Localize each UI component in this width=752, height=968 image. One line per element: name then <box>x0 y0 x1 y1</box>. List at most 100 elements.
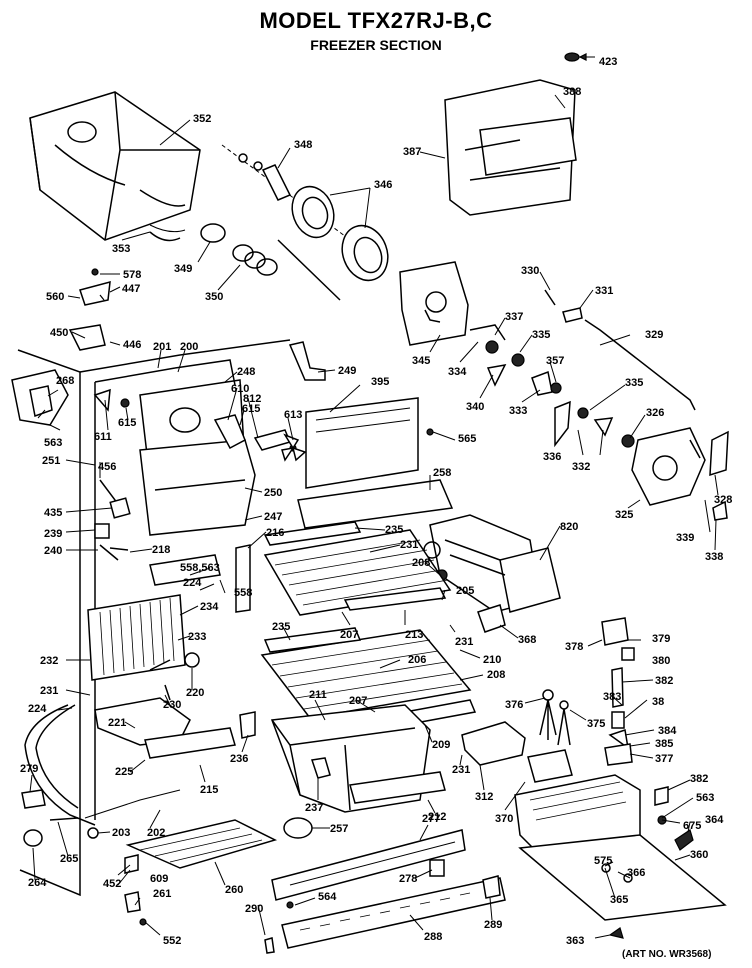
callout-label: 563 <box>696 792 714 804</box>
front-rail-part <box>271 829 466 901</box>
callout-label: 447 <box>122 283 140 295</box>
hinge-part <box>623 873 633 883</box>
spring-part <box>149 231 181 242</box>
callout-label: 334 <box>448 366 467 378</box>
callout-label: 201 <box>153 341 171 353</box>
callout-label: 333 <box>509 405 527 417</box>
callout-label: 565 <box>458 433 476 445</box>
switch-part <box>601 617 629 646</box>
callout-label: 339 <box>676 532 694 544</box>
shelf-rail-part <box>343 587 447 611</box>
callout-label: 210 <box>483 654 501 666</box>
callout-label: 363 <box>566 935 584 947</box>
callout-label: 820 <box>560 521 578 533</box>
callout-label: 279 <box>20 763 38 775</box>
screw-part <box>286 901 294 909</box>
callout-label: 290 <box>245 903 263 915</box>
clip-part <box>124 854 139 874</box>
callout-labels: 423 352 388 387 348 346 353 349 350 578 … <box>20 56 732 947</box>
callout-label: 278 <box>399 873 417 885</box>
callout-label: 575 <box>594 855 612 867</box>
callout-label: 388 <box>563 86 581 98</box>
ice-crusher-motor-part <box>631 427 706 506</box>
callout-label: 376 <box>505 699 523 711</box>
callout-label: 265 <box>60 853 78 865</box>
bracket-part <box>68 324 106 351</box>
callout-label: 329 <box>645 329 663 341</box>
callout-label: 233 <box>188 631 206 643</box>
motor-bracket-part <box>399 261 469 346</box>
callout-label: 563 <box>44 437 62 449</box>
callout-label: 208 <box>412 557 430 569</box>
callout-label: 205 <box>456 585 474 597</box>
heater-cover-part <box>149 554 221 586</box>
clip-part <box>608 927 624 939</box>
bracket-part <box>482 875 501 899</box>
bracket-part <box>288 341 326 381</box>
callout-label: 450 <box>50 327 68 339</box>
callout-label: 239 <box>44 528 62 540</box>
callout-label: 212 <box>428 811 446 823</box>
callout-label: 675 <box>683 820 701 832</box>
callout-label: 452 <box>103 878 121 890</box>
callout-label: 213 <box>405 629 423 641</box>
callout-label: 258 <box>433 467 451 479</box>
cam-part <box>709 430 729 477</box>
callout-label: 38 <box>652 696 664 708</box>
callout-label: 268 <box>56 375 74 387</box>
callout-label: 364 <box>705 814 724 826</box>
callout-label: 353 <box>112 243 130 255</box>
callout-label: 218 <box>152 544 170 556</box>
callout-label: 312 <box>475 791 493 803</box>
art-number: (ART NO. WR3568) <box>622 949 712 960</box>
spring-part <box>611 667 624 708</box>
callout-label: 237 <box>305 802 323 814</box>
callout-label: 261 <box>153 888 171 900</box>
heater-part <box>144 727 236 759</box>
callout-label: 211 <box>309 689 327 701</box>
actuator-part <box>604 743 633 766</box>
callout-label: 346 <box>374 179 392 191</box>
callout-label: 231 <box>400 539 418 551</box>
thermostat-part <box>29 385 53 417</box>
callout-label: 230 <box>163 699 181 711</box>
drain-tube-part <box>24 704 96 826</box>
diagram-title: MODEL TFX27RJ-B,C <box>259 8 493 33</box>
callout-label: 611 <box>94 431 112 443</box>
callout-label: 615 <box>118 417 136 429</box>
callout-label: 383 <box>603 691 621 703</box>
callout-label: 360 <box>690 849 708 861</box>
callout-label: 220 <box>186 687 204 699</box>
auger-spring-part <box>232 244 278 276</box>
screw-part <box>139 918 147 926</box>
callout-label: 208 <box>487 669 505 681</box>
wire-harness-part <box>539 689 571 746</box>
callout-label: 203 <box>112 827 130 839</box>
clip-part <box>239 711 256 739</box>
dispenser-linkage-part <box>469 289 696 448</box>
callout-label: 350 <box>205 291 223 303</box>
callout-label: 375 <box>587 718 605 730</box>
switch-part <box>429 859 445 877</box>
callout-label: 332 <box>572 461 590 473</box>
fan-blade-part <box>281 433 307 462</box>
callout-label: 378 <box>565 641 583 653</box>
callout-label: 264 <box>28 877 47 889</box>
callout-label: 260 <box>225 884 243 896</box>
handle-part <box>311 757 331 779</box>
callout-label: 336 <box>543 451 561 463</box>
arrow-head <box>578 53 587 61</box>
evaporator-cover-part <box>305 397 419 489</box>
callout-label: 325 <box>615 509 633 521</box>
callout-label: 232 <box>40 655 58 667</box>
callout-label: 345 <box>412 355 430 367</box>
callout-label: 200 <box>180 341 198 353</box>
callout-label: 357 <box>546 355 564 367</box>
freezer-basket-part <box>270 704 446 813</box>
callout-label: 250 <box>264 487 282 499</box>
callout-label: 337 <box>505 311 523 323</box>
clip-part <box>712 500 728 521</box>
callout-label: 610 <box>231 383 249 395</box>
callout-label: 560 <box>46 291 64 303</box>
